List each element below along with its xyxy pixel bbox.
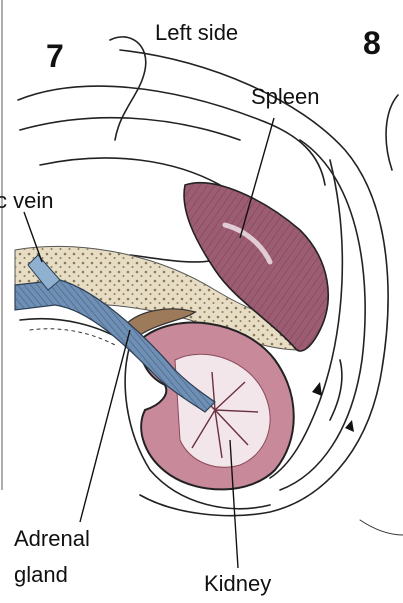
label-left-side: Left side [155, 20, 238, 45]
adrenal-leader [80, 330, 130, 522]
label-kidney: Kidney [204, 571, 271, 596]
next-panel-curve-2 [360, 520, 403, 535]
flow-arrow-1 [330, 360, 342, 420]
rib-second [20, 118, 240, 140]
next-panel-curve [386, 95, 398, 170]
label-vein: c vein [0, 188, 53, 213]
label-gland: gland [14, 562, 68, 587]
label-spleen: Spleen [251, 84, 320, 109]
flow-arrow-2-head [345, 420, 354, 432]
label-adrenal: Adrenal [14, 526, 90, 551]
panel-number-8: 8 [363, 25, 381, 61]
panel-number-7: 7 [46, 38, 64, 74]
flow-arrow-1-head [312, 382, 322, 396]
